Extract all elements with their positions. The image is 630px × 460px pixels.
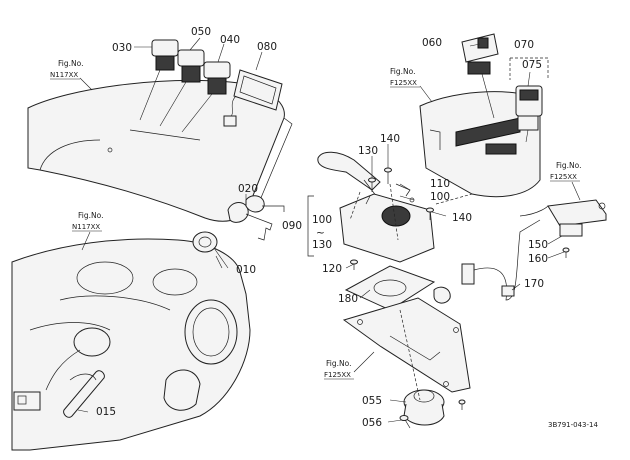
- lever-assembly: [317, 151, 435, 263]
- callout-130: 130: [358, 145, 378, 157]
- callout-110: 110: [430, 178, 450, 190]
- switch-030: [139, 39, 179, 121]
- switch-060: [461, 33, 499, 119]
- bracket-right: [519, 199, 607, 237]
- switch-075: [515, 85, 543, 143]
- callout-056: 056: [362, 417, 382, 429]
- callout-040: 040: [220, 34, 240, 46]
- tube-015: [63, 370, 105, 418]
- callout-150: 150: [528, 239, 548, 251]
- callout-100: 100: [430, 191, 450, 203]
- switch-050: [159, 49, 205, 127]
- fig-ref-label: Fig.No.: [326, 359, 351, 368]
- fig-ref-top-right: Fig.No. F125XX: [390, 67, 433, 103]
- callout-050: 050: [191, 26, 211, 38]
- fig-ref-label: Fig.No.: [78, 211, 103, 220]
- fig-ref-code: N117XX: [72, 223, 100, 231]
- callout-070: 070: [514, 39, 534, 51]
- callout-100-range-start: 100: [312, 214, 332, 226]
- connector-harness: [13, 327, 111, 411]
- screw-056: [399, 415, 411, 429]
- callout-010: 010: [236, 264, 256, 276]
- callout-130-range-end: 130: [312, 239, 332, 251]
- callout-120: 120: [322, 263, 342, 275]
- callout-060: 060: [422, 37, 442, 49]
- fig-ref-top-left: Fig.No. N117XX: [50, 59, 93, 91]
- display-080: [223, 69, 283, 127]
- grommet-010: [192, 231, 229, 269]
- callouts: 030 050 040 080 020 010 015 060 070 075 …: [96, 26, 548, 429]
- sensor-harness: [433, 219, 541, 304]
- gasket-180: [344, 265, 436, 311]
- fig-ref-label: Fig.No.: [556, 161, 581, 170]
- range-separator: ~: [316, 227, 325, 239]
- fasteners: [350, 167, 570, 410]
- fig-ref-label: Fig.No.: [390, 67, 415, 76]
- callout-140b: 140: [452, 212, 472, 224]
- base-plate: [342, 297, 471, 393]
- leader-lines: [77, 37, 565, 423]
- callout-170: 170: [524, 278, 544, 290]
- callout-020: 020: [238, 183, 258, 195]
- callout-180: 180: [338, 293, 358, 305]
- fig-ref-code: F125XX: [390, 79, 417, 87]
- callout-080: 080: [257, 41, 277, 53]
- callout-140a: 140: [380, 133, 400, 145]
- fig-ref-mid-left: Fig.No. N117XX: [72, 211, 103, 251]
- callout-090: 090: [282, 220, 302, 232]
- diagram-code: 3B791-043-14: [548, 421, 598, 429]
- dash-panel-lower: [11, 238, 251, 451]
- callout-030: 030: [112, 42, 132, 54]
- fig-ref-far-right: Fig.No. F125XX: [550, 161, 581, 201]
- callout-055: 055: [362, 395, 382, 407]
- fig-ref-code: N117XX: [50, 71, 78, 79]
- switch-040: [181, 61, 231, 133]
- rotary-055: [403, 389, 445, 426]
- callout-160: 160: [528, 253, 548, 265]
- callout-075: 075: [522, 59, 542, 71]
- fig-ref-label: Fig.No.: [58, 59, 83, 68]
- fig-ref-code: F125XX: [324, 371, 351, 379]
- fig-ref-code: F125XX: [550, 173, 577, 181]
- callout-015: 015: [96, 406, 116, 418]
- key-020: [227, 195, 285, 241]
- fig-ref-bottom-right: Fig.No. F125XX: [324, 351, 375, 380]
